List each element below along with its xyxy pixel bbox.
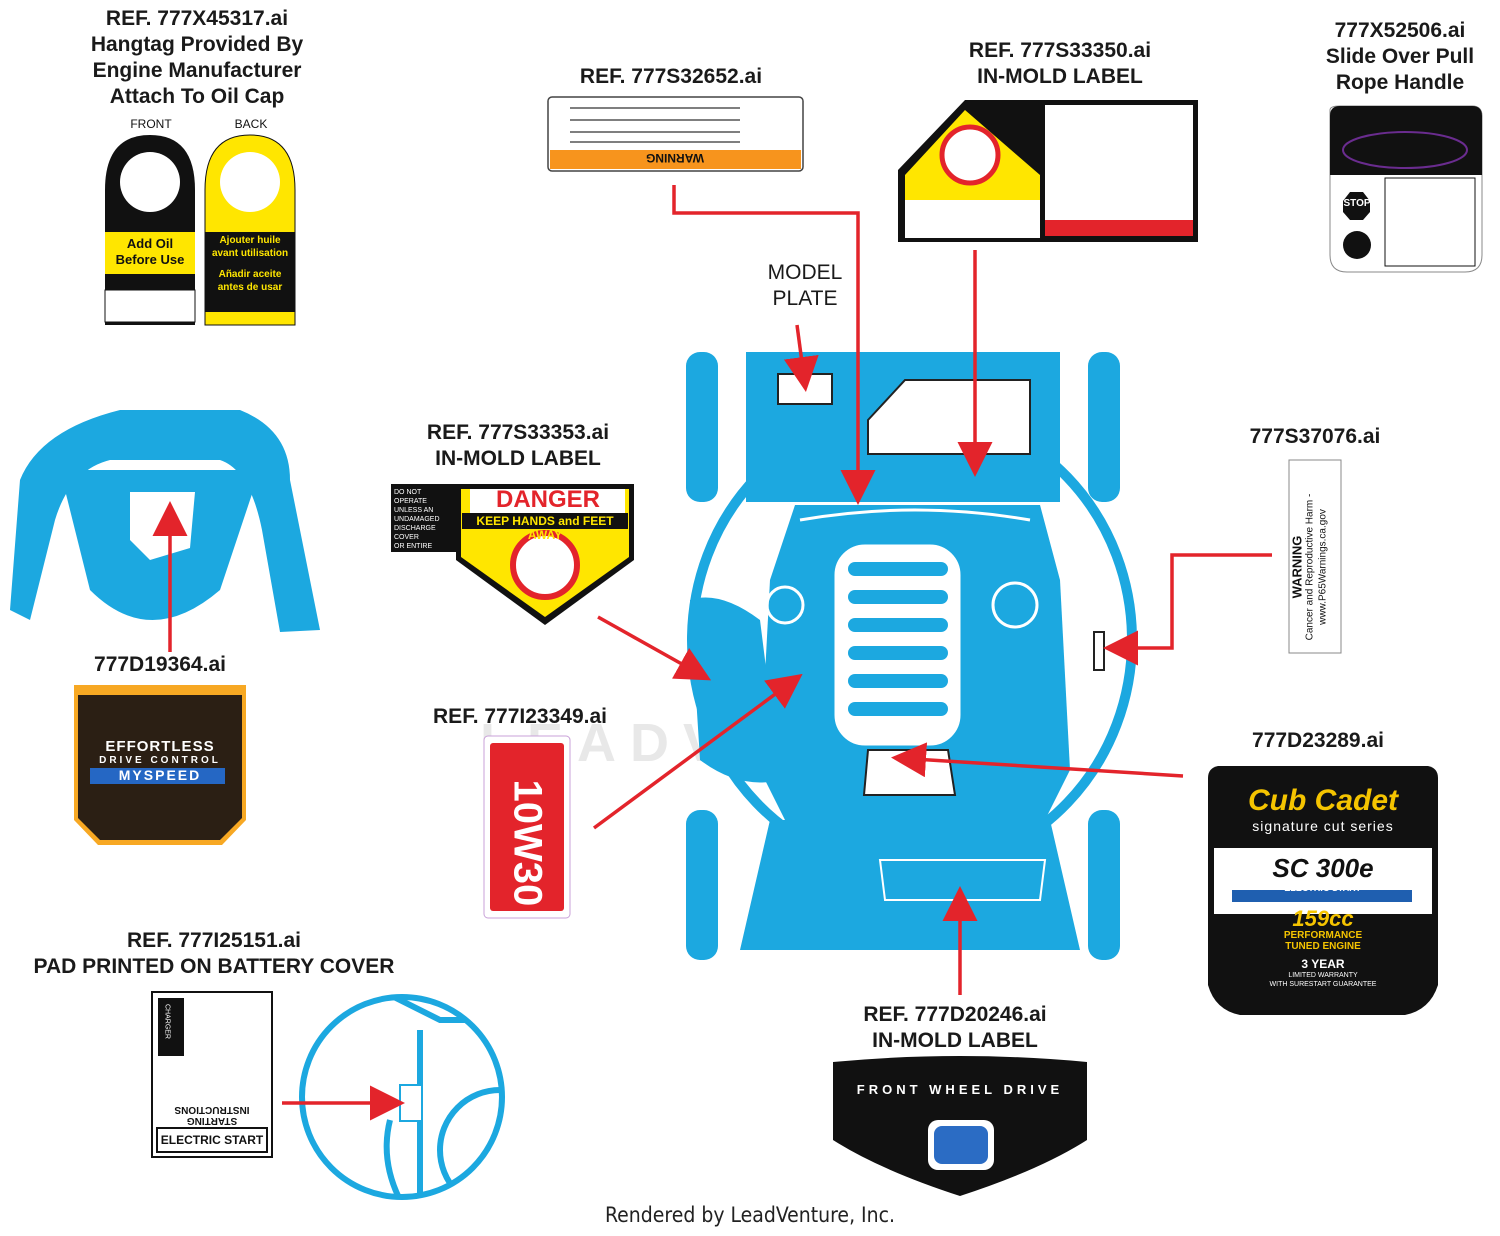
battery-cover-caption: REF. 777I25151.ai PAD PRINTED ON BATTERY… — [33, 929, 395, 978]
oil-text: 10W30 — [505, 779, 550, 907]
hangtag-front — [104, 135, 196, 325]
danger-side-text: DO NOT OPERATE UNLESS AN UNDAMAGED DISCH… — [394, 489, 445, 577]
hangtag-caption: REF. 777X45317.ai Hangtag Provided By En… — [90, 7, 304, 108]
brand-label-caption: 777D23289.ai — [1252, 729, 1384, 752]
warning-label-32652 — [547, 96, 804, 172]
pull-rope-label — [1329, 105, 1483, 273]
battery-closeup — [299, 994, 505, 1200]
hangtag-back-title: BACK — [234, 117, 268, 131]
handle-label-caption: 777D19364.ai — [94, 653, 226, 676]
in-mold-350-caption: REF. 777S33350.ai IN-MOLD LABEL — [968, 39, 1152, 88]
arrow-model-plate — [783, 324, 819, 392]
model-plate-caption: MODEL PLATE — [767, 261, 843, 310]
danger-label-33353 — [391, 484, 634, 625]
pull-rope-stop: STOP — [1343, 198, 1371, 209]
hangtag-front-title: FRONT — [130, 117, 172, 131]
in-mold-label-33350 — [898, 100, 1198, 242]
fwd-label — [833, 1056, 1087, 1196]
prop65-label — [1288, 459, 1342, 654]
arrow-brand — [891, 742, 1184, 778]
danger-sub: KEEP HANDS and FEET AWAY — [476, 514, 614, 542]
in-mold-246-caption: REF. 777D20246.ai IN-MOLD LABEL — [863, 1003, 1047, 1052]
warning-label-caption: REF. 777S32652.ai — [579, 65, 763, 88]
brand-label — [1208, 766, 1438, 1015]
myspeed-text: EFFORTLESS DRIVE CONTROL MYSPEED — [99, 738, 221, 783]
arrow-prop65 — [1103, 553, 1272, 666]
handle-perspective — [10, 410, 320, 632]
warning-label-word: WARNING — [646, 151, 704, 165]
brand-text: Cub Cadet signature cut series SC 300e E… — [1248, 784, 1398, 988]
prop65-text: WARNING Cancer and Reproductive Harm - w… — [1289, 493, 1329, 641]
battery-label — [151, 991, 273, 1158]
battery-charger-text: CHARGER — [163, 1003, 171, 1039]
battery-starting-text: STARTING INSTRUCTIONS — [174, 1104, 250, 1126]
arrow-danger-353 — [597, 615, 712, 681]
myspeed-label — [74, 685, 246, 845]
danger-word: DANGER — [495, 486, 600, 513]
arrow-warning-label — [672, 185, 876, 505]
hangtag-back — [204, 134, 296, 326]
fwd-text: FRONT WHEEL DRIVE — [856, 1082, 1064, 1097]
footer-credit: Rendered by LeadVenture, Inc. — [605, 1203, 895, 1227]
hangtag-front-text: Add Oil Before Use — [115, 236, 185, 267]
battery-electric-start-text: ELECTRIC START — [160, 1133, 264, 1147]
in-mold-353-caption: REF. 777S33353.ai IN-MOLD LABEL — [426, 421, 610, 470]
oil-label-caption: REF. 777I23349.ai — [433, 705, 607, 728]
hangtag-back-text: Ajouter huile avant utilisation Añadir a… — [211, 235, 289, 293]
oil-label — [483, 735, 571, 919]
prop65-caption: 777S37076.ai — [1249, 425, 1381, 448]
pull-rope-caption: 777X52506.ai Slide Over Pull Rope Handle — [1325, 19, 1475, 94]
arrow-oil — [592, 673, 803, 830]
